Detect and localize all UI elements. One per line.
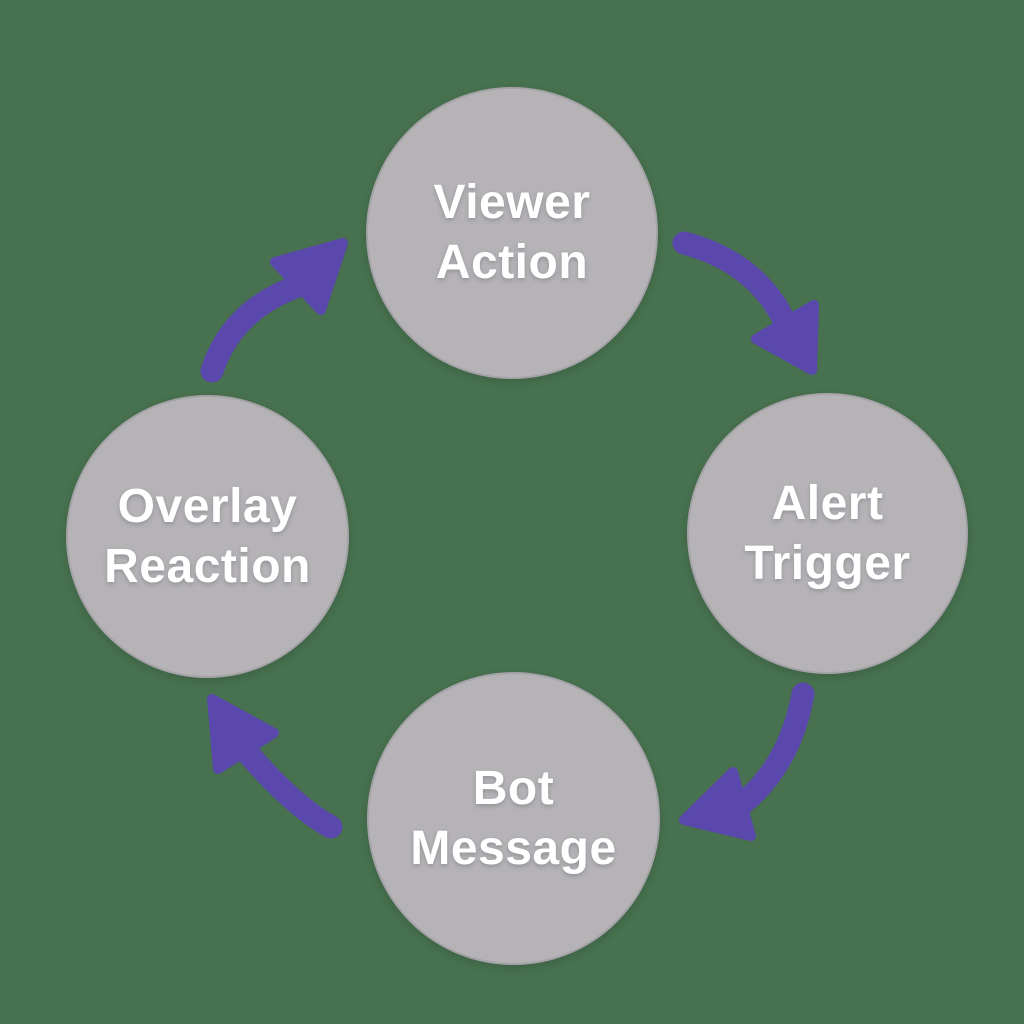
node-bot-message-label: Bot Message [410, 759, 616, 879]
node-alert-trigger-label: Alert Trigger [744, 474, 910, 594]
node-label-line: Alert [771, 476, 884, 530]
node-alert-trigger: Alert Trigger [687, 393, 968, 674]
node-viewer-action: Viewer Action [366, 87, 658, 379]
node-overlay-reaction: Overlay Reaction [66, 395, 349, 678]
node-overlay-reaction-label: Overlay Reaction [104, 477, 311, 597]
arrow-bot-to-overlay [207, 694, 343, 839]
node-label-line: Message [410, 821, 617, 875]
arrow-overlay-to-viewer [200, 238, 348, 383]
arrow-viewer-to-alert [672, 231, 819, 375]
node-bot-message: Bot Message [367, 672, 660, 965]
node-viewer-action-label: Viewer Action [434, 173, 591, 293]
node-label-line: Trigger [744, 536, 911, 590]
node-label-line: Reaction [104, 539, 311, 593]
node-label-line: Viewer [433, 176, 591, 229]
node-label-line: Overlay [117, 479, 298, 533]
node-label-line: Bot [472, 761, 555, 815]
node-label-line: Action [435, 236, 589, 289]
arrow-alert-to-bot [679, 682, 815, 841]
